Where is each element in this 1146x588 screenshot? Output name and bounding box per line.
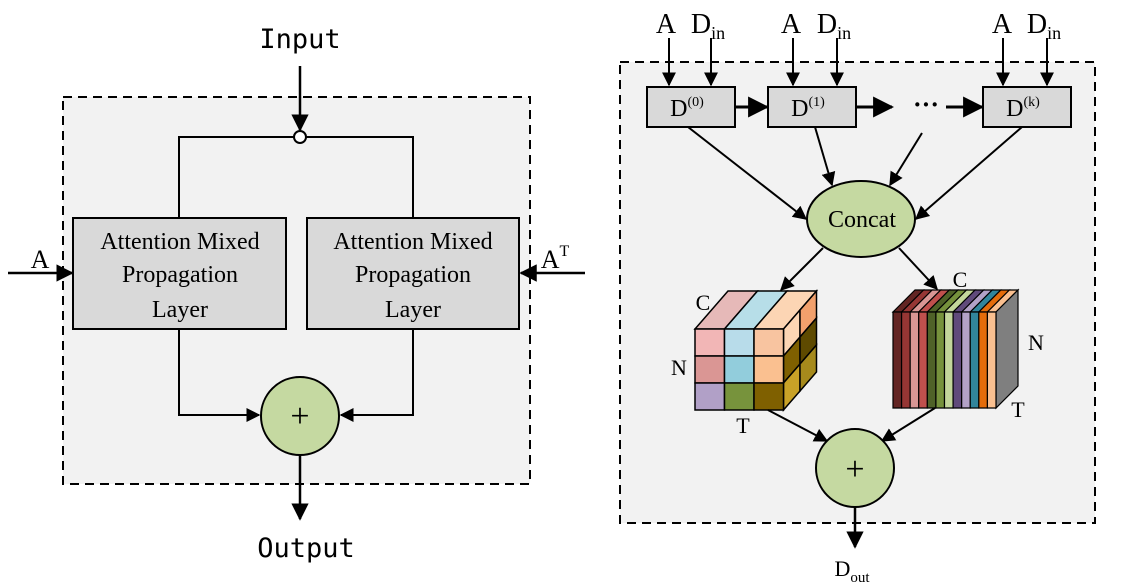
split-line-left: [178, 136, 294, 218]
block-inputs-0: A Din: [656, 9, 725, 43]
block-inputs-2: A Din: [992, 9, 1061, 43]
cube-right: [891, 288, 1020, 410]
layer-left-line-3: Layer: [152, 297, 208, 323]
block-inputs-1: A Din: [781, 9, 851, 43]
cube-left-front-cell: [723, 328, 755, 357]
cube-right-c: C: [953, 267, 968, 292]
input-d-0: Din: [691, 9, 725, 43]
layer-box-right: [306, 217, 520, 330]
cube-right-front-slice: [943, 311, 954, 409]
cube-right-front-slice: [892, 311, 903, 409]
cube-left-front-cell: [723, 355, 755, 384]
propagation-layer-right: Attention Mixed Propagation Layer: [306, 217, 520, 330]
cube-right-front-slice: [952, 311, 963, 409]
concat-label: Concat: [828, 207, 896, 233]
input-label: Input: [259, 24, 340, 55]
cube-right-front-slice: [918, 311, 928, 409]
input-d-2: Din: [1027, 9, 1061, 43]
sum-symbol-right: +: [845, 451, 864, 488]
input-d-1: Din: [817, 9, 851, 43]
cube-left: [693, 288, 819, 413]
cube-left-front-cell: [694, 382, 726, 411]
layer-right-line-1: Attention Mixed: [333, 229, 492, 255]
cube-right-to-sum: [880, 407, 936, 442]
input-a-0: A: [656, 9, 677, 40]
left-panel: Input Attention Mixed Propagation Layer …: [8, 24, 585, 564]
cube-left-front-cell: [753, 382, 785, 411]
d-block-1-label: D(1): [791, 95, 825, 122]
output-label: Output: [257, 533, 355, 564]
propagation-layer-left: Attention Mixed Propagation Layer: [72, 217, 287, 330]
d-block-k: D(k): [982, 86, 1072, 128]
block-input-arrows: [662, 38, 1054, 87]
right-panel: A Din A Din A Din D(0) D(1): [619, 9, 1096, 586]
cube-right-front-slice: [978, 311, 989, 409]
concat-to-cube-left: [780, 247, 824, 291]
cube-right-front-slice: [900, 311, 911, 409]
a-label: A: [31, 245, 50, 274]
d-block-1: D(1): [767, 86, 857, 128]
cube-left-c: C: [696, 290, 711, 315]
layer-left-line-1: Attention Mixed: [100, 229, 259, 255]
cube-left-t: T: [736, 413, 750, 438]
dout-label: Dout: [834, 556, 870, 586]
cube-right-n: N: [1028, 330, 1044, 355]
layer-right-line-3: Layer: [385, 297, 441, 323]
layer-left-to-sum: [178, 329, 261, 422]
cube-right-front-slice: [961, 311, 971, 409]
cube-right-t: T: [1011, 397, 1025, 422]
sum-symbol-left: +: [290, 398, 309, 435]
cube-left-front-cell: [694, 355, 726, 384]
d-block-k-label: D(k): [1006, 95, 1040, 122]
cube-right-front-slice: [926, 311, 937, 409]
input-a-1: A: [781, 9, 802, 40]
concat-to-cube-right: [898, 247, 938, 291]
cube-right-front-slice: [969, 311, 980, 409]
concat-node: [806, 180, 916, 258]
d-block-0-label: D(0): [670, 95, 704, 122]
layer-right-to-sum: [339, 329, 414, 422]
concat-input-arrows: [687, 126, 1023, 220]
split-node: [293, 130, 307, 144]
chain-ellipsis: ···: [913, 90, 939, 119]
cube-right-front-slice: [986, 311, 997, 409]
cube-left-side-cell: [799, 342, 818, 394]
cube-right-front-slice: [935, 311, 946, 409]
cube-left-front-cell: [753, 355, 785, 384]
layer-left-line-2: Propagation: [122, 262, 238, 288]
layer-right-line-2: Propagation: [355, 262, 471, 288]
cube-right-front-slice: [909, 311, 920, 409]
input-a-2: A: [992, 9, 1013, 40]
split-line-right: [306, 136, 414, 218]
d-block-0: D(0): [646, 86, 736, 128]
at-label: AT: [541, 243, 570, 274]
cube-left-to-sum: [767, 409, 829, 442]
cube-left-front-cell: [694, 328, 726, 357]
cube-left-front-cell: [753, 328, 785, 357]
cube-left-front-cell: [723, 382, 755, 411]
cube-left-n: N: [671, 355, 687, 380]
